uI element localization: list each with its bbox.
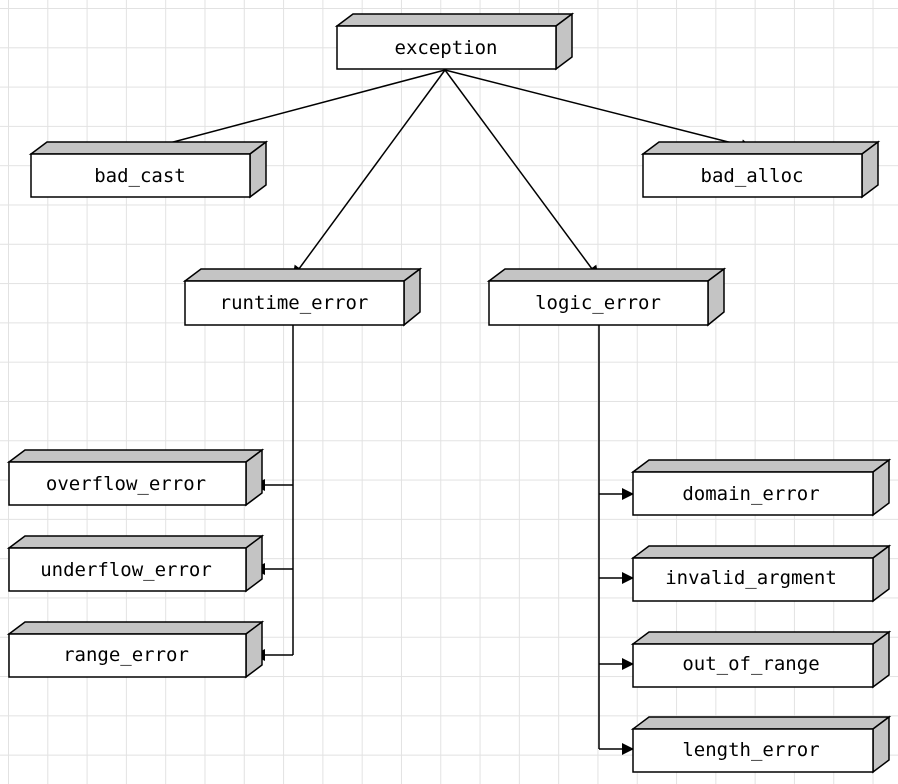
node-label-exception: exception (395, 37, 498, 59)
node-label-bad-cast: bad_cast (94, 165, 186, 187)
node-domain-error: domain_error (630, 458, 892, 517)
node-label-runtime-error: runtime_error (220, 292, 369, 314)
node-label-domain-error: domain_error (682, 483, 819, 505)
node-range-error: range_error (6, 620, 265, 679)
edge-exception-bad-cast (142, 69, 446, 153)
node-label-out-of-range: out_of_range (682, 653, 819, 675)
node-out-of-range: out_of_range (630, 630, 892, 689)
node-label-invalid-argment: invalid_argment (665, 567, 837, 589)
node-invalid-argment: invalid_argment (630, 544, 892, 603)
node-label-range-error: range_error (63, 644, 189, 666)
node-runtime-error: runtime_error (182, 267, 423, 327)
node-label-overflow-error: overflow_error (46, 473, 206, 495)
node-logic-error: logic_error (486, 267, 727, 327)
node-label-bad-alloc: bad_alloc (701, 165, 804, 187)
node-label-logic-error: logic_error (535, 292, 661, 314)
node-bad-alloc: bad_alloc (640, 140, 881, 199)
edge-exception-logic-error (444, 69, 599, 278)
node-length-error: length_error (630, 715, 892, 774)
edge-exception-bad-alloc (444, 69, 753, 152)
node-label-underflow-error: underflow_error (40, 559, 212, 581)
node-overflow-error: overflow_error (6, 448, 265, 507)
node-exception: exception (334, 12, 575, 71)
node-bad-cast: bad_cast (28, 140, 269, 199)
node-label-length-error: length_error (682, 739, 819, 761)
edges (142, 69, 753, 755)
edge-exception-runtime-error (292, 69, 446, 278)
node-underflow-error: underflow_error (6, 534, 265, 593)
